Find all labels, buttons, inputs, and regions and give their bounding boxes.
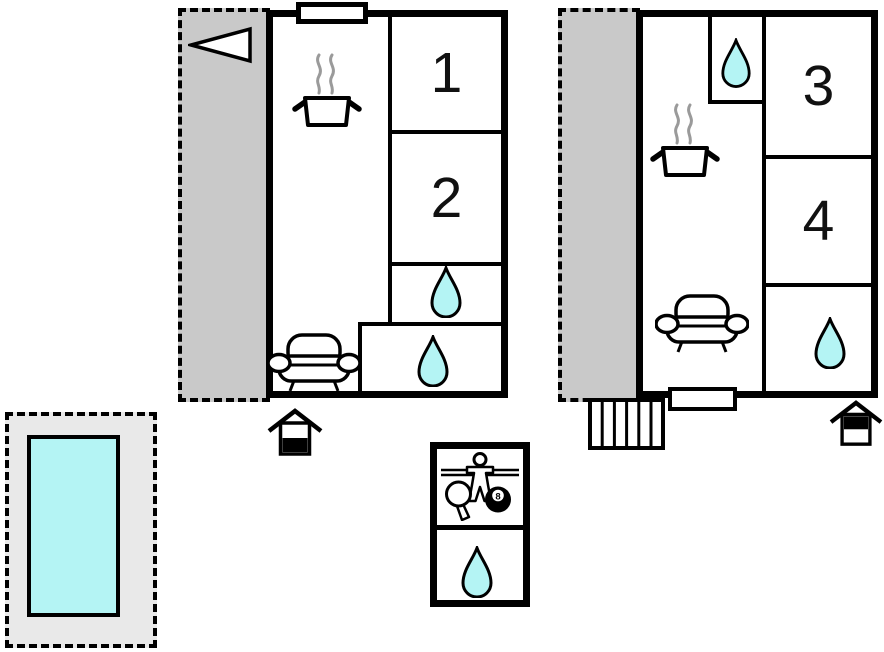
left-interior-wall-vertical: [388, 17, 392, 325]
eight-ball-label: 8: [495, 491, 500, 502]
right-bath1-left-wall: [708, 17, 712, 104]
bedroom-1-label: 1: [430, 41, 463, 105]
right-terrace: [558, 8, 640, 402]
entrance-house-icon: [267, 408, 323, 456]
water-drop-icon: [814, 317, 846, 369]
water-drop-icon: [461, 546, 493, 598]
sofa-icon: [267, 333, 361, 392]
table-tennis-paddle-icon: [445, 480, 472, 521]
bedroom-3-label: 3: [802, 53, 835, 118]
direction-flag-icon: [188, 26, 252, 64]
stairs-icon: [588, 398, 665, 450]
annex-divider-wall: [437, 525, 523, 530]
water-drop-icon: [721, 38, 751, 88]
table-football-player-icon: [441, 452, 519, 503]
door-step: [668, 387, 737, 411]
bedroom-4: 4: [766, 159, 871, 283]
swimming-pool: [27, 435, 120, 617]
right-wall-room3-room4: [766, 155, 871, 159]
chimney-vent-icon: [296, 2, 368, 24]
bedroom-4-label: 4: [802, 188, 835, 253]
left-bath2-top-wall: [358, 322, 501, 326]
right-bath1-bottom-wall: [708, 100, 766, 104]
billiard-8-ball-icon: 8: [485, 486, 511, 513]
sofa-icon: [655, 294, 749, 353]
games-icons: 8: [441, 452, 519, 521]
bedroom-3: 3: [766, 17, 871, 155]
left-wall-room2-bath: [388, 262, 501, 266]
water-drop-icon: [430, 266, 462, 318]
entrance-house-icon: [829, 400, 883, 446]
left-wall-room1-room2: [388, 130, 501, 134]
right-interior-wall-vertical: [762, 17, 766, 391]
water-drop-icon: [417, 335, 449, 387]
bedroom-2-label: 2: [430, 165, 463, 230]
left-bath2-left-wall: [358, 322, 362, 391]
right-wall-room4-bath: [766, 283, 871, 287]
cooking-pot-icon: [292, 53, 362, 127]
bedroom-2: 2: [392, 134, 501, 262]
bedroom-1: 1: [392, 17, 501, 130]
cooking-pot-icon: [650, 103, 720, 177]
left-terrace: [178, 8, 270, 402]
